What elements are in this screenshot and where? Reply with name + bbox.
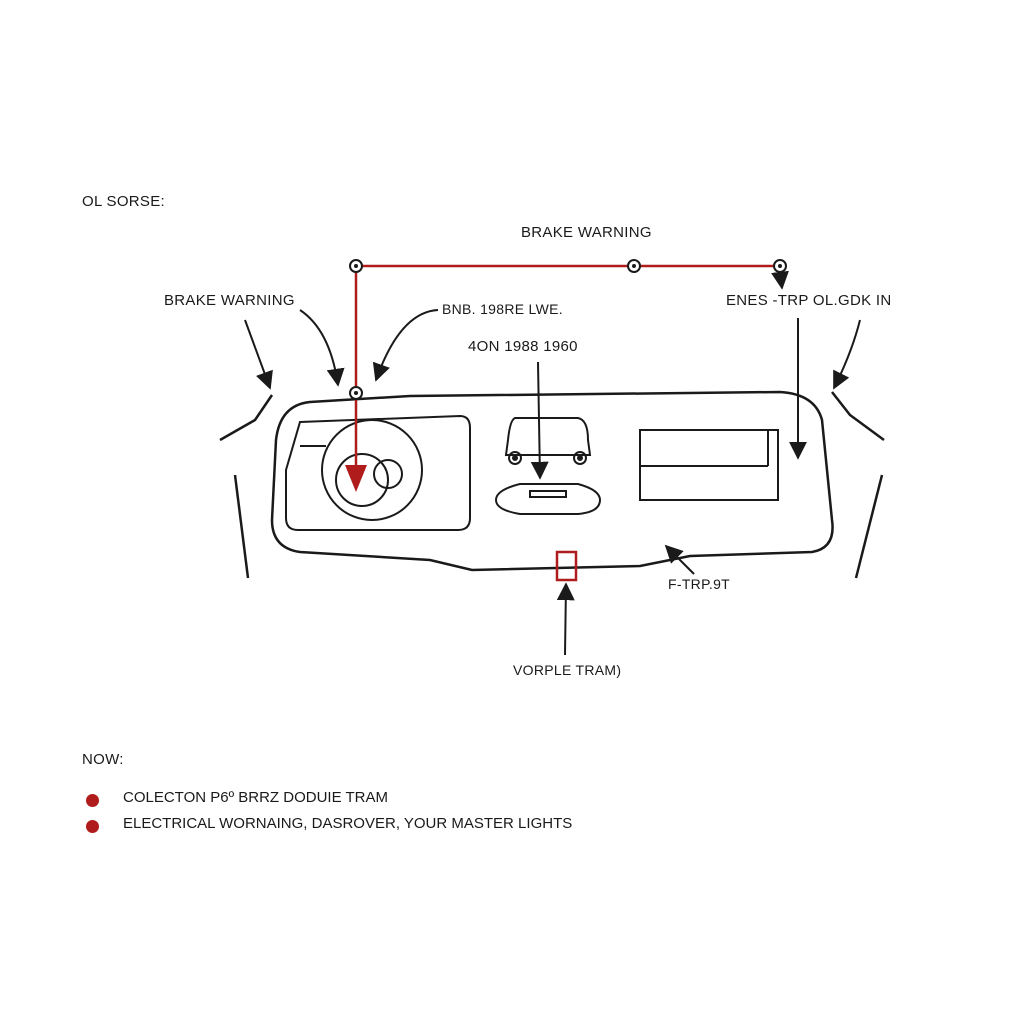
- brake-warning-top-label: BRAKE WARNING: [521, 224, 652, 241]
- cabin-outline: [219, 391, 885, 579]
- notes-heading: NOW:: [82, 751, 124, 768]
- mid-callout-label: BNB. 198RE LWE.: [442, 301, 563, 317]
- note-text: COLECTON P6º BRRZ DODUIE TRAM: [123, 789, 388, 806]
- brake-warning-left-label: BRAKE WARNING: [164, 292, 295, 309]
- model-callout-label: 4ON 1988 1960: [468, 338, 578, 355]
- display-panel: [639, 429, 779, 501]
- wire-nodes: [349, 259, 787, 400]
- connector-marker: [555, 550, 578, 582]
- bullet-icon: [86, 820, 99, 833]
- wire-harness: [354, 264, 780, 476]
- callout-arrows: [244, 270, 861, 656]
- center-vents: [494, 417, 602, 515]
- right-callout-label: ENES -TRP OL.GDK IN: [726, 292, 892, 309]
- diagram-heading: OL SORSE:: [82, 193, 166, 210]
- steering-cluster: [285, 414, 471, 531]
- bullet-icon: [86, 794, 99, 807]
- bottom-callout-label: VORPLE TRAM): [513, 662, 622, 678]
- note-text: ELECTRICAL WORNAING, DASROVER, YOUR MAST…: [123, 815, 573, 832]
- trip-callout-label: F-TRP.9T: [668, 576, 731, 592]
- wire-arrow: [345, 465, 367, 492]
